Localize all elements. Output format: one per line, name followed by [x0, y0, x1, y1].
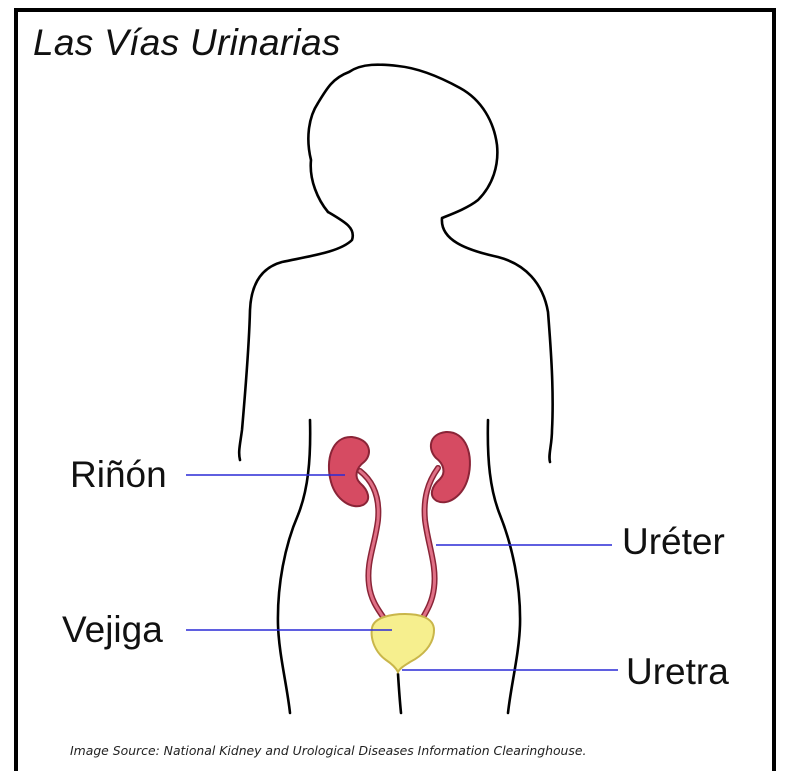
body-outline-left: [239, 212, 353, 460]
torso-right-side: [488, 420, 520, 713]
kidney-label: Riñón: [70, 456, 167, 493]
diagram-title: Las Vías Urinarias: [33, 22, 341, 64]
leg-division-line: [398, 674, 401, 713]
bladder-shape: [372, 614, 434, 672]
ureter-label: Uréter: [622, 523, 725, 560]
image-source-caption: Image Source: National Kidney and Urolog…: [70, 743, 730, 758]
urethra-label: Uretra: [626, 653, 729, 690]
body-outline: [308, 65, 552, 462]
bladder-label: Vejiga: [62, 611, 163, 648]
torso-left-side: [278, 420, 310, 713]
